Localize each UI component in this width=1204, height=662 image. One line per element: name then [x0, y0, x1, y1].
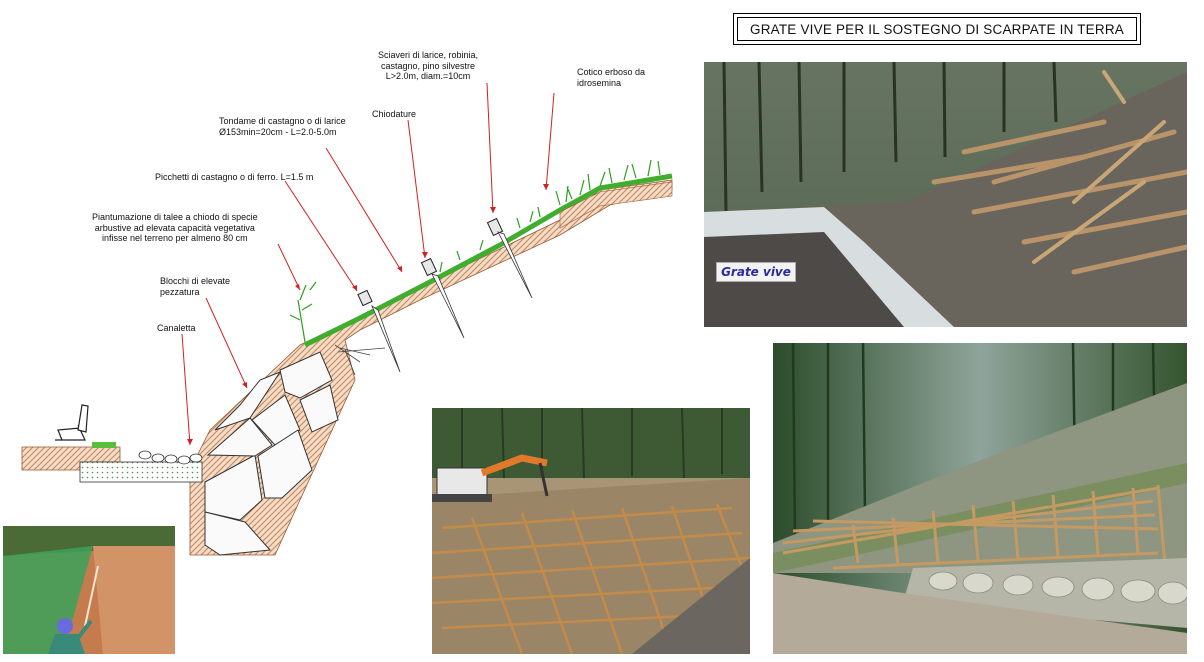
- label-canaletta-line1: Canaletta: [157, 323, 196, 333]
- label-cotico-line1: Cotico erboso da: [577, 67, 646, 77]
- grass-tufts: [439, 159, 661, 273]
- label-chiodature-line1: Chiodature: [372, 109, 417, 119]
- title-box: GRATE VIVE PER IL SOSTEGNO DI SCARPATE I…: [733, 13, 1141, 45]
- photo-excavator-construction: [432, 408, 750, 654]
- label-sciaveri-line3: L>2.0m, diam.=10cm: [385, 71, 471, 81]
- label-cotico: Cotico erboso da idrosemina: [577, 67, 645, 88]
- logs: [357, 217, 504, 307]
- stone-blocks: [204, 351, 339, 556]
- label-sciaveri-line1: Sciaveri di larice, robinia,: [378, 50, 479, 60]
- label-sciaveri-line2: castagno, pino silvestre: [380, 60, 476, 71]
- cross-section-diagram: [21, 82, 673, 556]
- live-stake-plant: [289, 281, 317, 343]
- canaletta-stones: [138, 450, 203, 465]
- label-picchetti: Picchetti di castagno o di ferro. L=1.5 …: [155, 172, 313, 183]
- stakes: [371, 231, 533, 373]
- label-canaletta: Canaletta: [157, 323, 196, 334]
- label-chiodature: Chiodature: [372, 109, 416, 120]
- label-blocchi: Blocchi di elevate pezzatura: [160, 276, 230, 297]
- leader-lines: [181, 82, 555, 446]
- label-tondame: Tondame di castagno o di larice Ø153min=…: [219, 116, 346, 137]
- photo-timber-grid-slope: [773, 343, 1187, 654]
- label-tondame-line1: Tondame di castagno o di larice: [219, 116, 346, 126]
- title-frame: [737, 17, 1137, 41]
- label-sciaveri: Sciaveri di larice, robinia, castagno, p…: [378, 50, 478, 82]
- label-tondame-line2: Ø153min=20cm - L=2.0-5.0m: [219, 126, 337, 137]
- excavator-icon: [432, 454, 549, 502]
- label-blocchi-line2: pezzatura: [160, 286, 200, 297]
- photo-tag-grate-vive: Grate vive: [716, 262, 796, 282]
- grass-layer: [303, 173, 673, 348]
- label-piantumazione-line3: infisse nel terreno per almeno 80 cm: [102, 233, 248, 243]
- photo-slope-logs: [704, 62, 1187, 327]
- photo-hydroseeding: [3, 526, 175, 654]
- guard-rail: [55, 404, 89, 441]
- page-title: GRATE VIVE PER IL SOSTEGNO DI SCARPATE I…: [750, 21, 1124, 37]
- leader-arrowheads: [187, 184, 549, 445]
- canaletta-bed: [79, 461, 203, 483]
- label-piantumazione-line1: Piantumazione di talee a chiodo di speci…: [92, 212, 258, 222]
- label-blocchi-line1: Blocchi di elevate: [160, 276, 231, 286]
- label-piantumazione-line2: arbustive ad elevata capacità vegetativa: [94, 222, 255, 233]
- label-picchetti-line1: Picchetti di castagno o di ferro. L=1.5 …: [155, 172, 314, 182]
- label-cotico-line2: idrosemina: [577, 77, 622, 88]
- label-piantumazione: Piantumazione di talee a chiodo di speci…: [92, 212, 258, 244]
